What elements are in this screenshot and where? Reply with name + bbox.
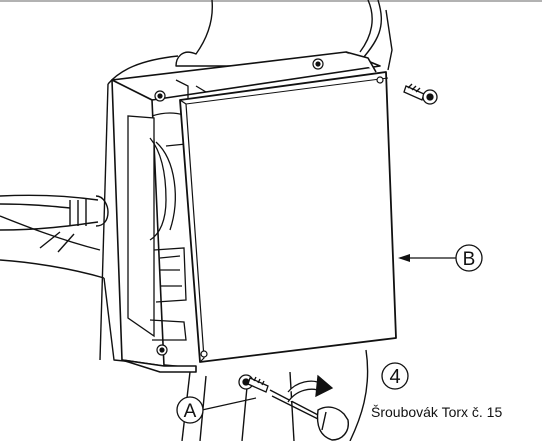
callout-a-leader — [201, 397, 257, 411]
callout-a-label: A — [184, 401, 197, 422]
top-screw — [403, 83, 438, 105]
callout-b-label: B — [463, 249, 476, 270]
tool-caption: Šroubovák Torx č. 15 — [371, 404, 502, 420]
internal-components — [127, 79, 207, 341]
callout-b-circle — [455, 244, 483, 272]
cable — [0, 194, 109, 253]
torx-screwdriver — [269, 389, 349, 441]
rotation-arrow-icon — [287, 374, 334, 403]
callout-a: A — [176, 396, 257, 424]
callout-b: B — [398, 244, 483, 272]
callout-a-circle — [176, 396, 204, 424]
step-number: 4 — [389, 366, 400, 388]
bottom-screw — [238, 374, 269, 393]
step-marker: 4 — [381, 362, 409, 390]
callout-b-arrowhead — [398, 254, 410, 262]
step-circle — [381, 362, 409, 390]
housing-screw-bosses — [154, 58, 324, 356]
cover-plate — [179, 71, 397, 363]
